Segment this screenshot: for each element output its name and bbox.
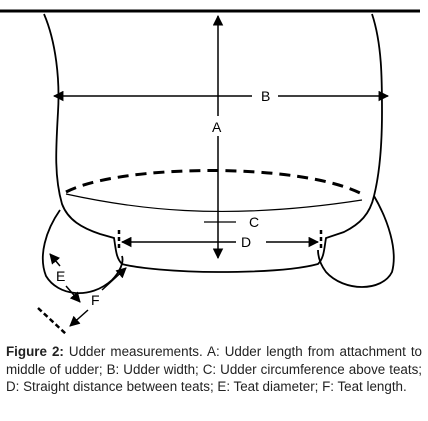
left-teat-outline <box>42 209 124 294</box>
label-a: A <box>212 119 222 135</box>
measure-f-tick <box>37 307 67 335</box>
label-f: F <box>91 292 100 308</box>
label-b: B <box>261 88 270 104</box>
udder-measurement-diagram: B A C D E F <box>0 9 420 335</box>
label-d: D <box>241 234 251 250</box>
label-c: C <box>249 214 259 230</box>
measure-c-front-arc <box>65 193 363 213</box>
figure-label: Figure 2: <box>6 344 64 359</box>
figure-caption: Figure 2: Udder measurements. A: Udder l… <box>6 343 422 396</box>
measure-e-arrow-down <box>65 285 81 303</box>
right-teat-outline <box>317 195 395 288</box>
measure-c-dashed-arc <box>65 169 363 196</box>
caption-text: Udder measurements. A: Udder length from… <box>6 344 422 395</box>
label-e: E <box>56 268 65 284</box>
measure-e-arrow-up <box>49 253 61 267</box>
measure-f-arrow-up <box>101 267 127 291</box>
udder-outline <box>43 13 383 273</box>
measure-f-arrow-down <box>69 309 89 327</box>
